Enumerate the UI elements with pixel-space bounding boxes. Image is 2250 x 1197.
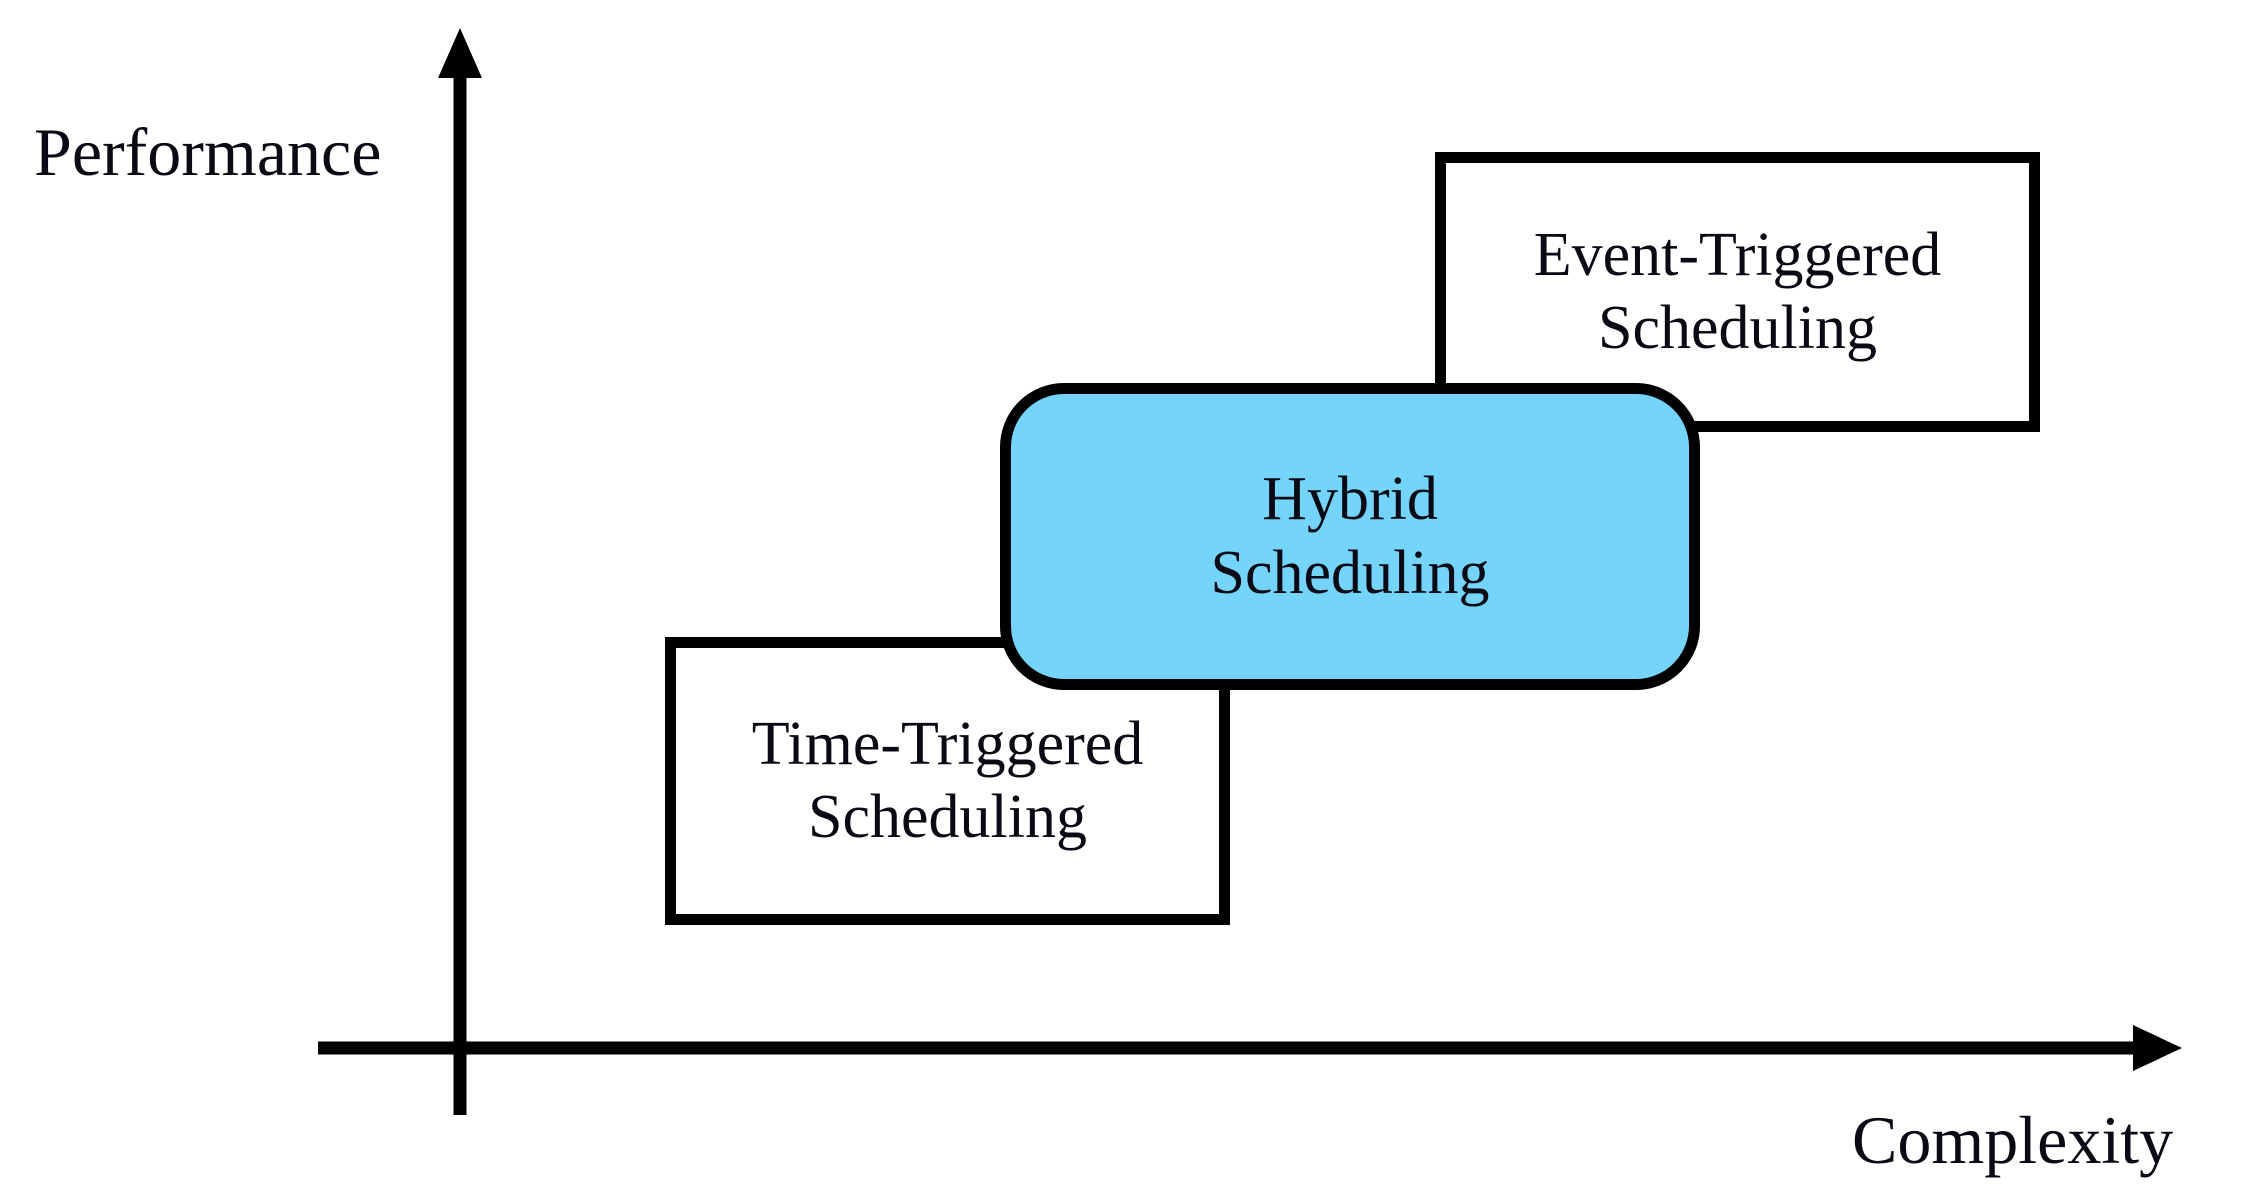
node-time-triggered-line1: Time-Triggered [751, 709, 1144, 778]
x-axis-label: Complexity [1852, 1102, 2174, 1178]
node-hybrid-line1: Hybrid [1262, 465, 1438, 534]
node-event-triggered-scheduling[interactable]: Event-Triggered Scheduling [1435, 152, 2040, 432]
node-hybrid-scheduling[interactable]: Hybrid Scheduling [1000, 383, 1700, 690]
node-hybrid-line2: Scheduling [1210, 538, 1490, 607]
arrow-right-icon [2133, 1025, 2182, 1071]
arrow-up-icon [438, 28, 482, 78]
node-time-triggered-line2: Scheduling [808, 783, 1087, 851]
node-event-triggered-line2: Scheduling [1598, 294, 1877, 362]
node-event-triggered-line1: Event-Triggered [1533, 220, 1942, 289]
y-axis-label: Performance [34, 114, 382, 190]
